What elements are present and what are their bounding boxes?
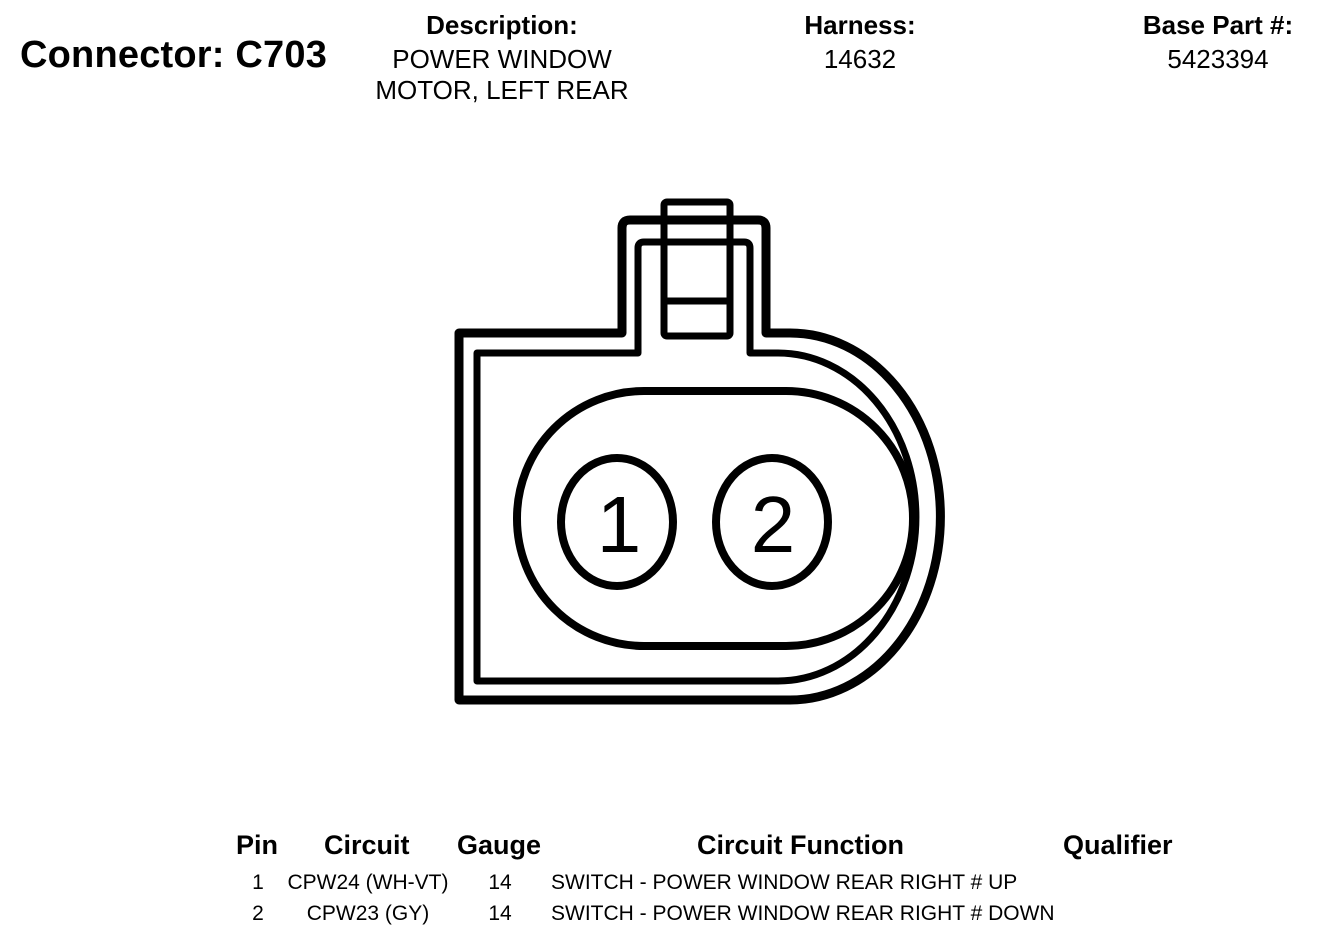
connector-title: Connector: C703	[20, 34, 328, 76]
header-pin: Pin	[236, 830, 279, 860]
pin-cavity-outline	[513, 387, 917, 650]
pin-1-circle	[557, 454, 677, 590]
row-gauge: 14	[488, 871, 512, 894]
harness-label: Harness:	[804, 10, 916, 40]
base-part-value: 5423394	[1167, 44, 1269, 74]
description-block: Description: POWER WINDOW MOTOR, LEFT RE…	[332, 10, 672, 106]
table-row: 1 CPW24 (WH-VT) 14 SWITCH - POWER WINDOW…	[0, 871, 1344, 901]
row-pin: 2	[252, 902, 264, 925]
description-line-2: MOTOR, LEFT REAR	[375, 75, 629, 105]
housing-inner-outline	[473, 238, 920, 685]
base-part-label: Base Part #:	[1142, 10, 1294, 40]
pin-2-number: 2	[751, 480, 796, 569]
harness-value: 14632	[823, 44, 897, 74]
row-gauge: 14	[488, 902, 512, 925]
row-circuit: CPW24 (WH-VT)	[287, 871, 449, 894]
header-circuit: Circuit	[324, 830, 410, 860]
description-value: POWER WINDOW MOTOR, LEFT REAR	[332, 44, 672, 106]
header-circuit-function: Circuit Function	[697, 830, 904, 860]
description-line-1: POWER WINDOW	[392, 44, 612, 74]
row-circuit: CPW23 (GY)	[306, 902, 430, 925]
pin-2-circle	[712, 454, 832, 590]
locking-tab	[660, 198, 734, 340]
pin-1-number: 1	[597, 480, 642, 569]
table-row: 2 CPW23 (GY) 14 SWITCH - POWER WINDOW RE…	[0, 902, 1344, 932]
description-label: Description:	[426, 10, 578, 40]
header-qualifier: Qualifier	[1063, 830, 1173, 860]
harness-block: Harness: 14632	[760, 10, 960, 75]
row-function: SWITCH - POWER WINDOW REAR RIGHT # DOWN	[551, 902, 1055, 925]
housing-outer-outline	[454, 215, 945, 705]
row-function: SWITCH - POWER WINDOW REAR RIGHT # UP	[551, 871, 1018, 894]
row-pin: 1	[252, 871, 264, 894]
header-gauge: Gauge	[457, 830, 542, 860]
base-part-block: Base Part #: 5423394	[1118, 10, 1318, 75]
